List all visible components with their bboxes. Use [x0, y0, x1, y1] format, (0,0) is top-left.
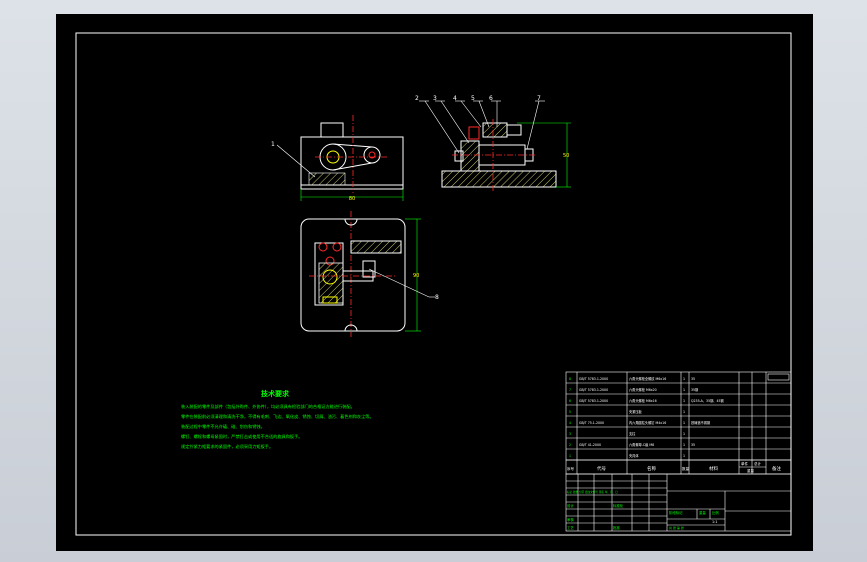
- svg-text:工艺: 工艺: [567, 525, 574, 530]
- technical-requirements: 技术要求 装入装配的零件及部件（包括外购件、外协件），均必须具有检验部门的合格证…: [181, 389, 374, 450]
- svg-text:GB/T 5783.1-2000: GB/T 5783.1-2000: [579, 399, 608, 403]
- svg-text:7: 7: [569, 388, 571, 392]
- svg-text:夹紧压板: 夹紧压板: [629, 409, 643, 414]
- side-view: [441, 119, 571, 191]
- svg-text:1: 1: [683, 454, 685, 458]
- svg-text:1: 1: [683, 432, 685, 436]
- inner-frame: [75, 32, 792, 536]
- svg-text:1: 1: [683, 410, 685, 414]
- bom-header-labels: 序号 代号 名称 数量 材料 单件 总计 重量 备注: [567, 461, 781, 473]
- svg-text:铁铸造不锈钢: 铁铸造不锈钢: [691, 420, 710, 425]
- svg-text:1: 1: [683, 443, 685, 447]
- top-view: [300, 211, 421, 337]
- balloon-7: 7: [537, 95, 541, 102]
- svg-text:GB/T 75.1-2000: GB/T 75.1-2000: [579, 421, 604, 425]
- svg-text:6: 6: [569, 399, 571, 403]
- svg-text:35钢: 35钢: [691, 387, 698, 392]
- bom-row: 1 夹具体 1: [569, 453, 685, 458]
- bom-stamp: [767, 373, 790, 381]
- svg-text:GB/T 41-2000: GB/T 41-2000: [579, 443, 601, 447]
- svg-text:8: 8: [569, 377, 571, 381]
- tech-req-line: 螺钉、螺栓和螺母紧固时，严禁打击或使用不合适的旋具和扳手。: [181, 433, 302, 440]
- tech-req-line: 零件在装配前必须清理和清洗干净，不得有毛刺、飞边、氧化皮、锈蚀、切屑、油污、着色…: [181, 413, 374, 420]
- bom-rows: 8 GB/T 5783.1-2000 六角头螺栓全螺纹 M6x16 1 35 7…: [569, 376, 724, 458]
- svg-text:重量: 重量: [699, 510, 706, 515]
- svg-text:1: 1: [683, 421, 685, 425]
- svg-text:1:1: 1:1: [712, 520, 717, 524]
- balloon-8: 8: [435, 294, 439, 301]
- svg-text:六角头螺栓全螺纹 M6x16: 六角头螺栓全螺纹 M6x16: [629, 376, 666, 381]
- balloon-3: 3: [433, 95, 437, 102]
- svg-text:Q235-A、35钢、45钢: Q235-A、35钢、45钢: [691, 398, 724, 403]
- title-block-labels: 标记 处数 分区 更改文件号 签名 年、月、日 设计 标准化 审核 工艺 批准 …: [567, 490, 719, 530]
- svg-text:数量: 数量: [682, 466, 690, 471]
- balloon-1: 1: [271, 141, 275, 148]
- svg-text:材料: 材料: [709, 465, 718, 472]
- tech-req-line: 装配过程中零件不允许磕、碰、划伤和锈蚀。: [181, 423, 265, 430]
- svg-text:1: 1: [683, 377, 685, 381]
- dim-width: 80: [349, 196, 355, 202]
- svg-text:夹具体: 夹具体: [629, 453, 639, 458]
- svg-text:六角头螺栓 M6x16: 六角头螺栓 M6x16: [629, 398, 657, 403]
- tech-req-line: 装入装配的零件及部件（包括外购件、外协件），均必须具有检验部门的合格证方能进行装…: [181, 403, 355, 410]
- svg-text:单件: 单件: [741, 461, 749, 466]
- bom-row: 6 GB/T 5783.1-2000 六角头螺栓 M6x16 1 Q235-A、…: [569, 398, 724, 403]
- bom-row: 5 夹紧压板 1: [569, 409, 685, 414]
- balloon-2: 2: [415, 95, 419, 102]
- svg-text:六角头螺栓 M6x20: 六角头螺栓 M6x20: [629, 387, 657, 392]
- svg-text:2: 2: [569, 443, 571, 447]
- svg-text:标记 处数 分区 更改文件号 签名 年、月、日: 标记 处数 分区 更改文件号 签名 年、月、日: [567, 490, 618, 494]
- svg-text:备注: 备注: [772, 465, 781, 472]
- bom-table: [565, 371, 792, 461]
- svg-text:GB/T 5783.1-2000: GB/T 5783.1-2000: [579, 388, 608, 392]
- svg-text:阶段标记: 阶段标记: [669, 510, 683, 515]
- svg-text:代号: 代号: [597, 465, 606, 472]
- svg-text:GB/T 5783.1-2000: GB/T 5783.1-2000: [579, 377, 608, 381]
- bom-row: 7 GB/T 5783.1-2000 六角头螺栓 M6x20 1 35钢: [569, 387, 698, 392]
- svg-text:支柱: 支柱: [629, 431, 636, 436]
- title-block: [565, 473, 792, 532]
- dim-height-side: 50: [563, 153, 569, 159]
- svg-text:审核: 审核: [567, 517, 574, 522]
- svg-text:4: 4: [569, 421, 571, 425]
- svg-text:设计: 设计: [567, 503, 574, 508]
- bom-row: 3 支柱 1: [569, 431, 685, 436]
- balloon-6: 6: [489, 95, 493, 102]
- svg-text:名称: 名称: [647, 465, 656, 472]
- drawing-canvas: 80 1 50: [75, 32, 792, 536]
- svg-text:比例: 比例: [712, 510, 719, 515]
- bom-row: 4 GB/T 75.1-2000 内六角圆柱头螺钉 M4x16 1 铁铸造不锈钢: [569, 420, 710, 425]
- svg-text:序号: 序号: [567, 466, 575, 471]
- dim-height-top: 90: [413, 273, 419, 279]
- front-view: [300, 115, 404, 201]
- svg-text:总计: 总计: [754, 461, 762, 466]
- drawing-sheet: 80 1 50: [56, 14, 813, 551]
- svg-text:1: 1: [683, 388, 685, 392]
- svg-text:3: 3: [569, 432, 571, 436]
- svg-text:共 张 第 张: 共 张 第 张: [669, 525, 684, 530]
- svg-text:六角螺母-C级 M8: 六角螺母-C级 M8: [629, 442, 654, 447]
- tech-req-title: 技术要求: [261, 389, 290, 398]
- tech-req-line: 规定拧紧力矩要求的紧固件，必须采用力矩扳手。: [181, 443, 273, 450]
- balloon-5: 5: [471, 95, 475, 102]
- svg-text:批准: 批准: [613, 525, 620, 530]
- svg-text:重量: 重量: [747, 468, 755, 473]
- svg-text:35: 35: [691, 443, 695, 447]
- balloon-leaders: [419, 100, 545, 154]
- svg-text:内六角圆柱头螺钉 M4x16: 内六角圆柱头螺钉 M4x16: [629, 420, 666, 425]
- svg-text:5: 5: [569, 410, 571, 414]
- svg-text:1: 1: [683, 399, 685, 403]
- balloon-4: 4: [453, 95, 457, 102]
- bom-row: 2 GB/T 41-2000 六角螺母-C级 M8 1 35: [569, 442, 695, 447]
- svg-text:1: 1: [569, 454, 571, 458]
- bom-row: 8 GB/T 5783.1-2000 六角头螺栓全螺纹 M6x16 1 35: [569, 376, 695, 381]
- svg-text:标准化: 标准化: [613, 503, 624, 508]
- svg-text:35: 35: [691, 377, 695, 381]
